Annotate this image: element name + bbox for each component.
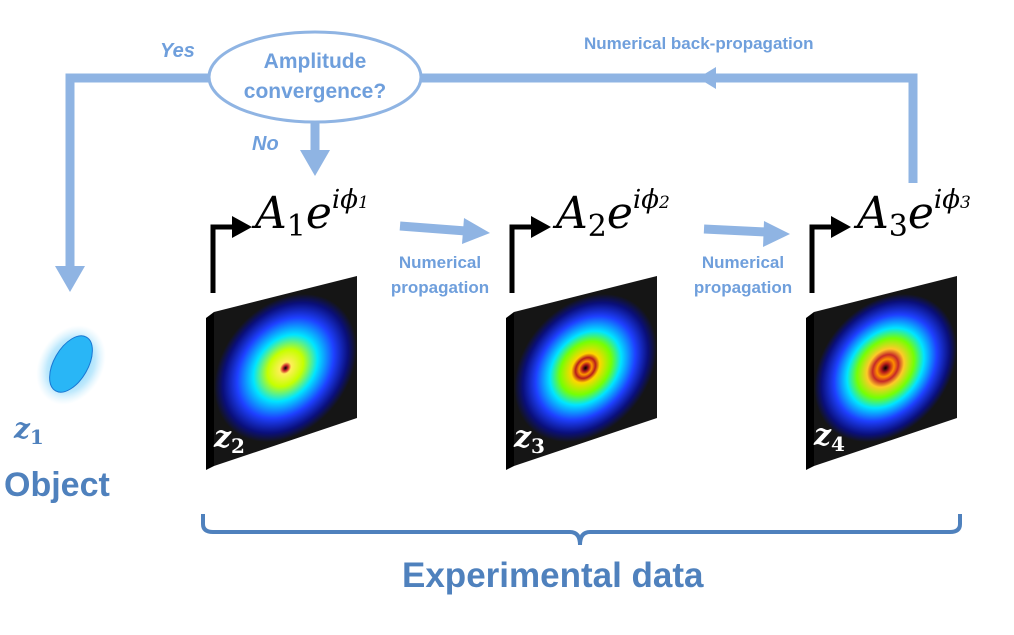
decision-ellipse (207, 30, 423, 124)
feedback-loop (65, 73, 918, 268)
detector-plane-z4 (806, 276, 957, 470)
propagation-label-1-line2: propagation (390, 278, 490, 297)
no-label: No (252, 133, 279, 155)
field-arrowhead-3 (831, 216, 851, 238)
field-arrowhead-1 (232, 216, 252, 238)
field-arrows (210, 224, 833, 293)
decision-text: Amplitude convergence? (215, 47, 415, 107)
detector-plane-z2 (206, 276, 357, 470)
experimental-data-label: Experimental data (402, 556, 704, 595)
propagation-arrow-1 (399, 218, 490, 244)
propagation-label-1: Numerical propagation (375, 250, 505, 300)
propagation-arrow-2 (703, 221, 790, 247)
propagation-label-2: Numerical propagation (678, 250, 808, 300)
propagation-label-2-line1: Numerical (701, 253, 785, 272)
propagation-label-2-line2: propagation (693, 278, 793, 297)
yes-arrowhead (55, 266, 85, 292)
object-ellipse (49, 335, 93, 393)
plane-label-z2: z2 (214, 420, 245, 458)
back-propagation-label: Numerical back-propagation (584, 34, 814, 53)
plane-label-z3: z3 (514, 420, 545, 458)
field-label-1: A1eiϕ1 (255, 185, 369, 244)
object-label: Object (4, 466, 110, 504)
field-arrowhead-2 (531, 216, 551, 238)
detector-plane-z3 (506, 276, 657, 470)
decision-line-1: Amplitude (263, 50, 367, 73)
object-z-label: z1 (14, 412, 44, 449)
plane-label-z4: z4 (814, 418, 845, 456)
field-label-2: A2eiϕ2 (556, 185, 670, 244)
experimental-data-brace (201, 514, 962, 546)
back-propagation-arrowhead (698, 67, 716, 89)
yes-label: Yes (160, 40, 195, 62)
field-label-3: A3eiϕ3 (857, 185, 971, 244)
propagation-label-1-line1: Numerical (398, 253, 482, 272)
no-arrowhead (300, 150, 330, 176)
decision-line-2: convergence? (243, 80, 387, 103)
